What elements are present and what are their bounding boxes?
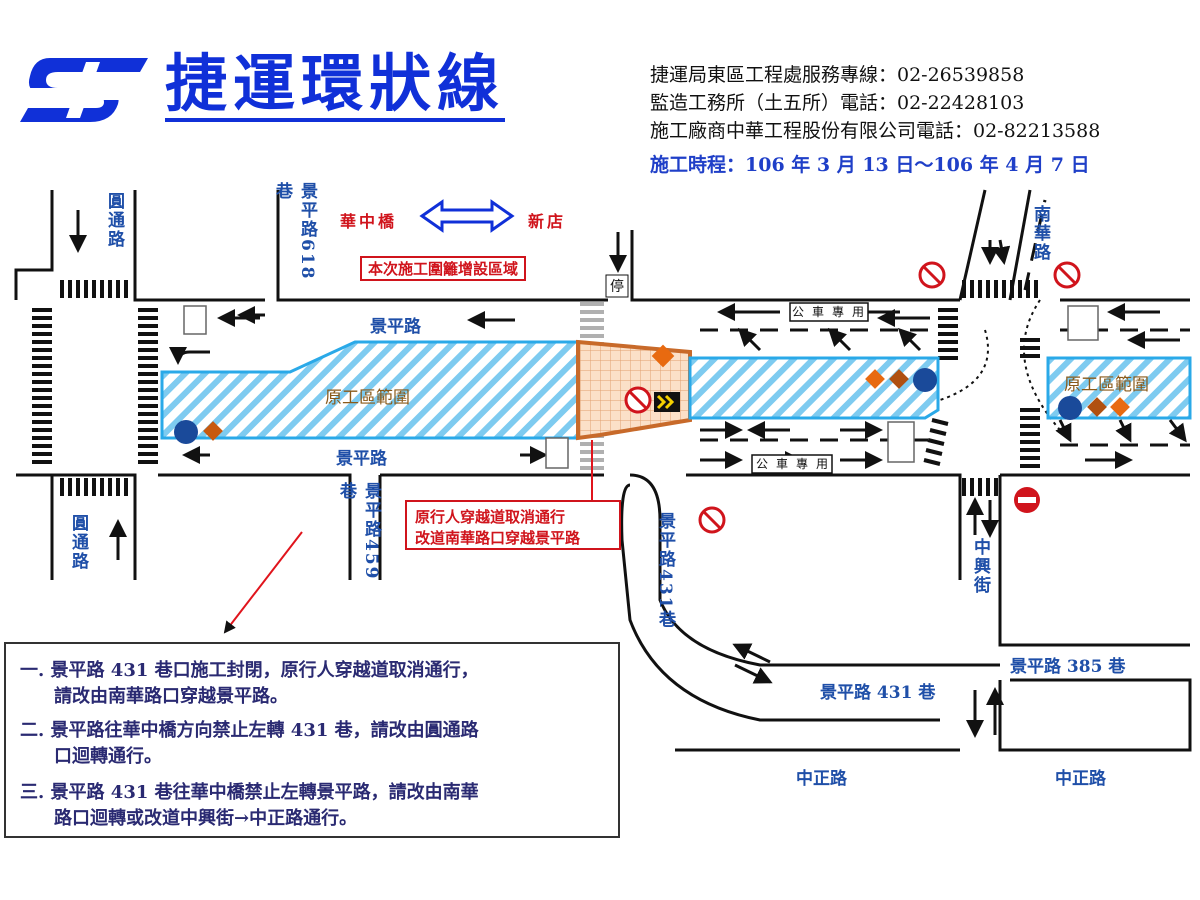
turn-guide-2 <box>1023 299 1061 431</box>
callout-line-2: 改道南華路口穿越景平路 <box>415 529 581 547</box>
street-label-nanhua: 南華路 <box>1030 205 1050 262</box>
notice-2-line-2: 口迴轉通行。 <box>54 746 162 767</box>
street-label-jingping-431-vertical: 景平路431巷 <box>655 512 675 630</box>
bus-lane-label-bottom: 公車專用 <box>756 457 837 471</box>
traffic-signal-icon <box>183 305 1099 469</box>
contact-line-2: 監造工務所（土五所）電話：02-22428103 <box>650 92 1025 114</box>
zone-mid-area <box>688 356 940 420</box>
street-label-zhongxing: 中興街 <box>970 538 990 595</box>
chevron-warning-icon <box>654 392 680 412</box>
direction-label-right: 新店 <box>528 212 567 231</box>
street-label-yuantong-bottom: 圓通路 <box>68 514 88 571</box>
notice-box: 一. 景平路 431 巷口施工封閉，原行人穿越道取消通行， 請改由南華路口穿越景… <box>4 642 620 838</box>
bus-lane-sign-bottom <box>751 454 833 474</box>
direction-label-left: 華中橋 <box>340 212 398 231</box>
contact-line-3: 施工廠商中華工程股份有限公司電話：02-82213588 <box>650 120 1101 142</box>
notice-1-line-2: 請改由南華路口穿越景平路。 <box>54 686 288 707</box>
street-label-jingping-385: 景平路 385 巷 <box>1010 657 1126 677</box>
zone-label-left: 原工區範圍 <box>325 388 410 408</box>
street-label-jingping-431-horizontal: 景平路 431 巷 <box>820 683 936 703</box>
zone-label-right: 原工區範圍 <box>1064 375 1149 395</box>
no-entry-icon <box>1014 487 1040 513</box>
callout-line-1: 原行人穿越道取消通行 <box>415 508 566 526</box>
mrt-logo-icon <box>6 58 160 122</box>
street-label-jingping-top: 景平路 <box>370 317 421 337</box>
u-turn-arrows <box>169 306 265 365</box>
street-label-zhongzheng-right: 中正路 <box>1055 769 1106 789</box>
direction-double-arrow-icon <box>419 199 515 233</box>
notice-2-line-1: 二. 景平路往華中橋方向禁止左轉 431 巷，請改由圓通路 <box>20 720 479 741</box>
traffic-arrows <box>69 210 1187 738</box>
construction-diamond-icon <box>203 344 1130 441</box>
keep-right-icon <box>174 368 1082 444</box>
notice-3-line-1: 三. 景平路 431 巷往華中橋禁止左轉景平路，請改由南華 <box>20 782 479 803</box>
fence-area-note: 本次施工圍籬增設區域 <box>360 256 527 281</box>
bus-lane-label-top: 公車專用 <box>792 305 873 319</box>
crosswalk-stripes <box>32 280 1040 496</box>
pointer-line <box>223 531 303 634</box>
turn-guide <box>939 329 989 401</box>
street-label-yuantong-top: 圓通路 <box>104 192 124 249</box>
contact-line-1: 捷運局東區工程處服務專線：02-26539858 <box>650 64 1025 86</box>
road-edges <box>14 189 1192 752</box>
notice-3-line-2: 路口迴轉或改道中興街→中正路通行。 <box>54 808 358 829</box>
stop-sign-box <box>605 274 629 298</box>
pedestrian-callout: 原行人穿越道取消通行 改道南華路口穿越景平路 <box>405 500 621 550</box>
street-label-jingping-459: 景平路459巷 <box>336 482 381 581</box>
bus-lane-sign-top <box>789 302 869 322</box>
page-title: 捷運環狀線 <box>165 49 506 123</box>
street-label-jingping-618: 景平路618巷 <box>272 182 317 281</box>
stop-line-label: 停 <box>610 279 624 295</box>
zone-right-area <box>1046 356 1192 420</box>
street-label-jingping-bottom: 景平路 <box>336 449 387 469</box>
construction-schedule: 施工時程：106 年 3 月 13 日～106 年 4 月 7 日 <box>650 154 1090 176</box>
no-left-turn-icon <box>624 261 1081 534</box>
notice-1-line-1: 一. 景平路 431 巷口施工封閉，原行人穿越道取消通行， <box>20 660 479 681</box>
street-label-zhongzheng-left: 中正路 <box>796 769 847 789</box>
